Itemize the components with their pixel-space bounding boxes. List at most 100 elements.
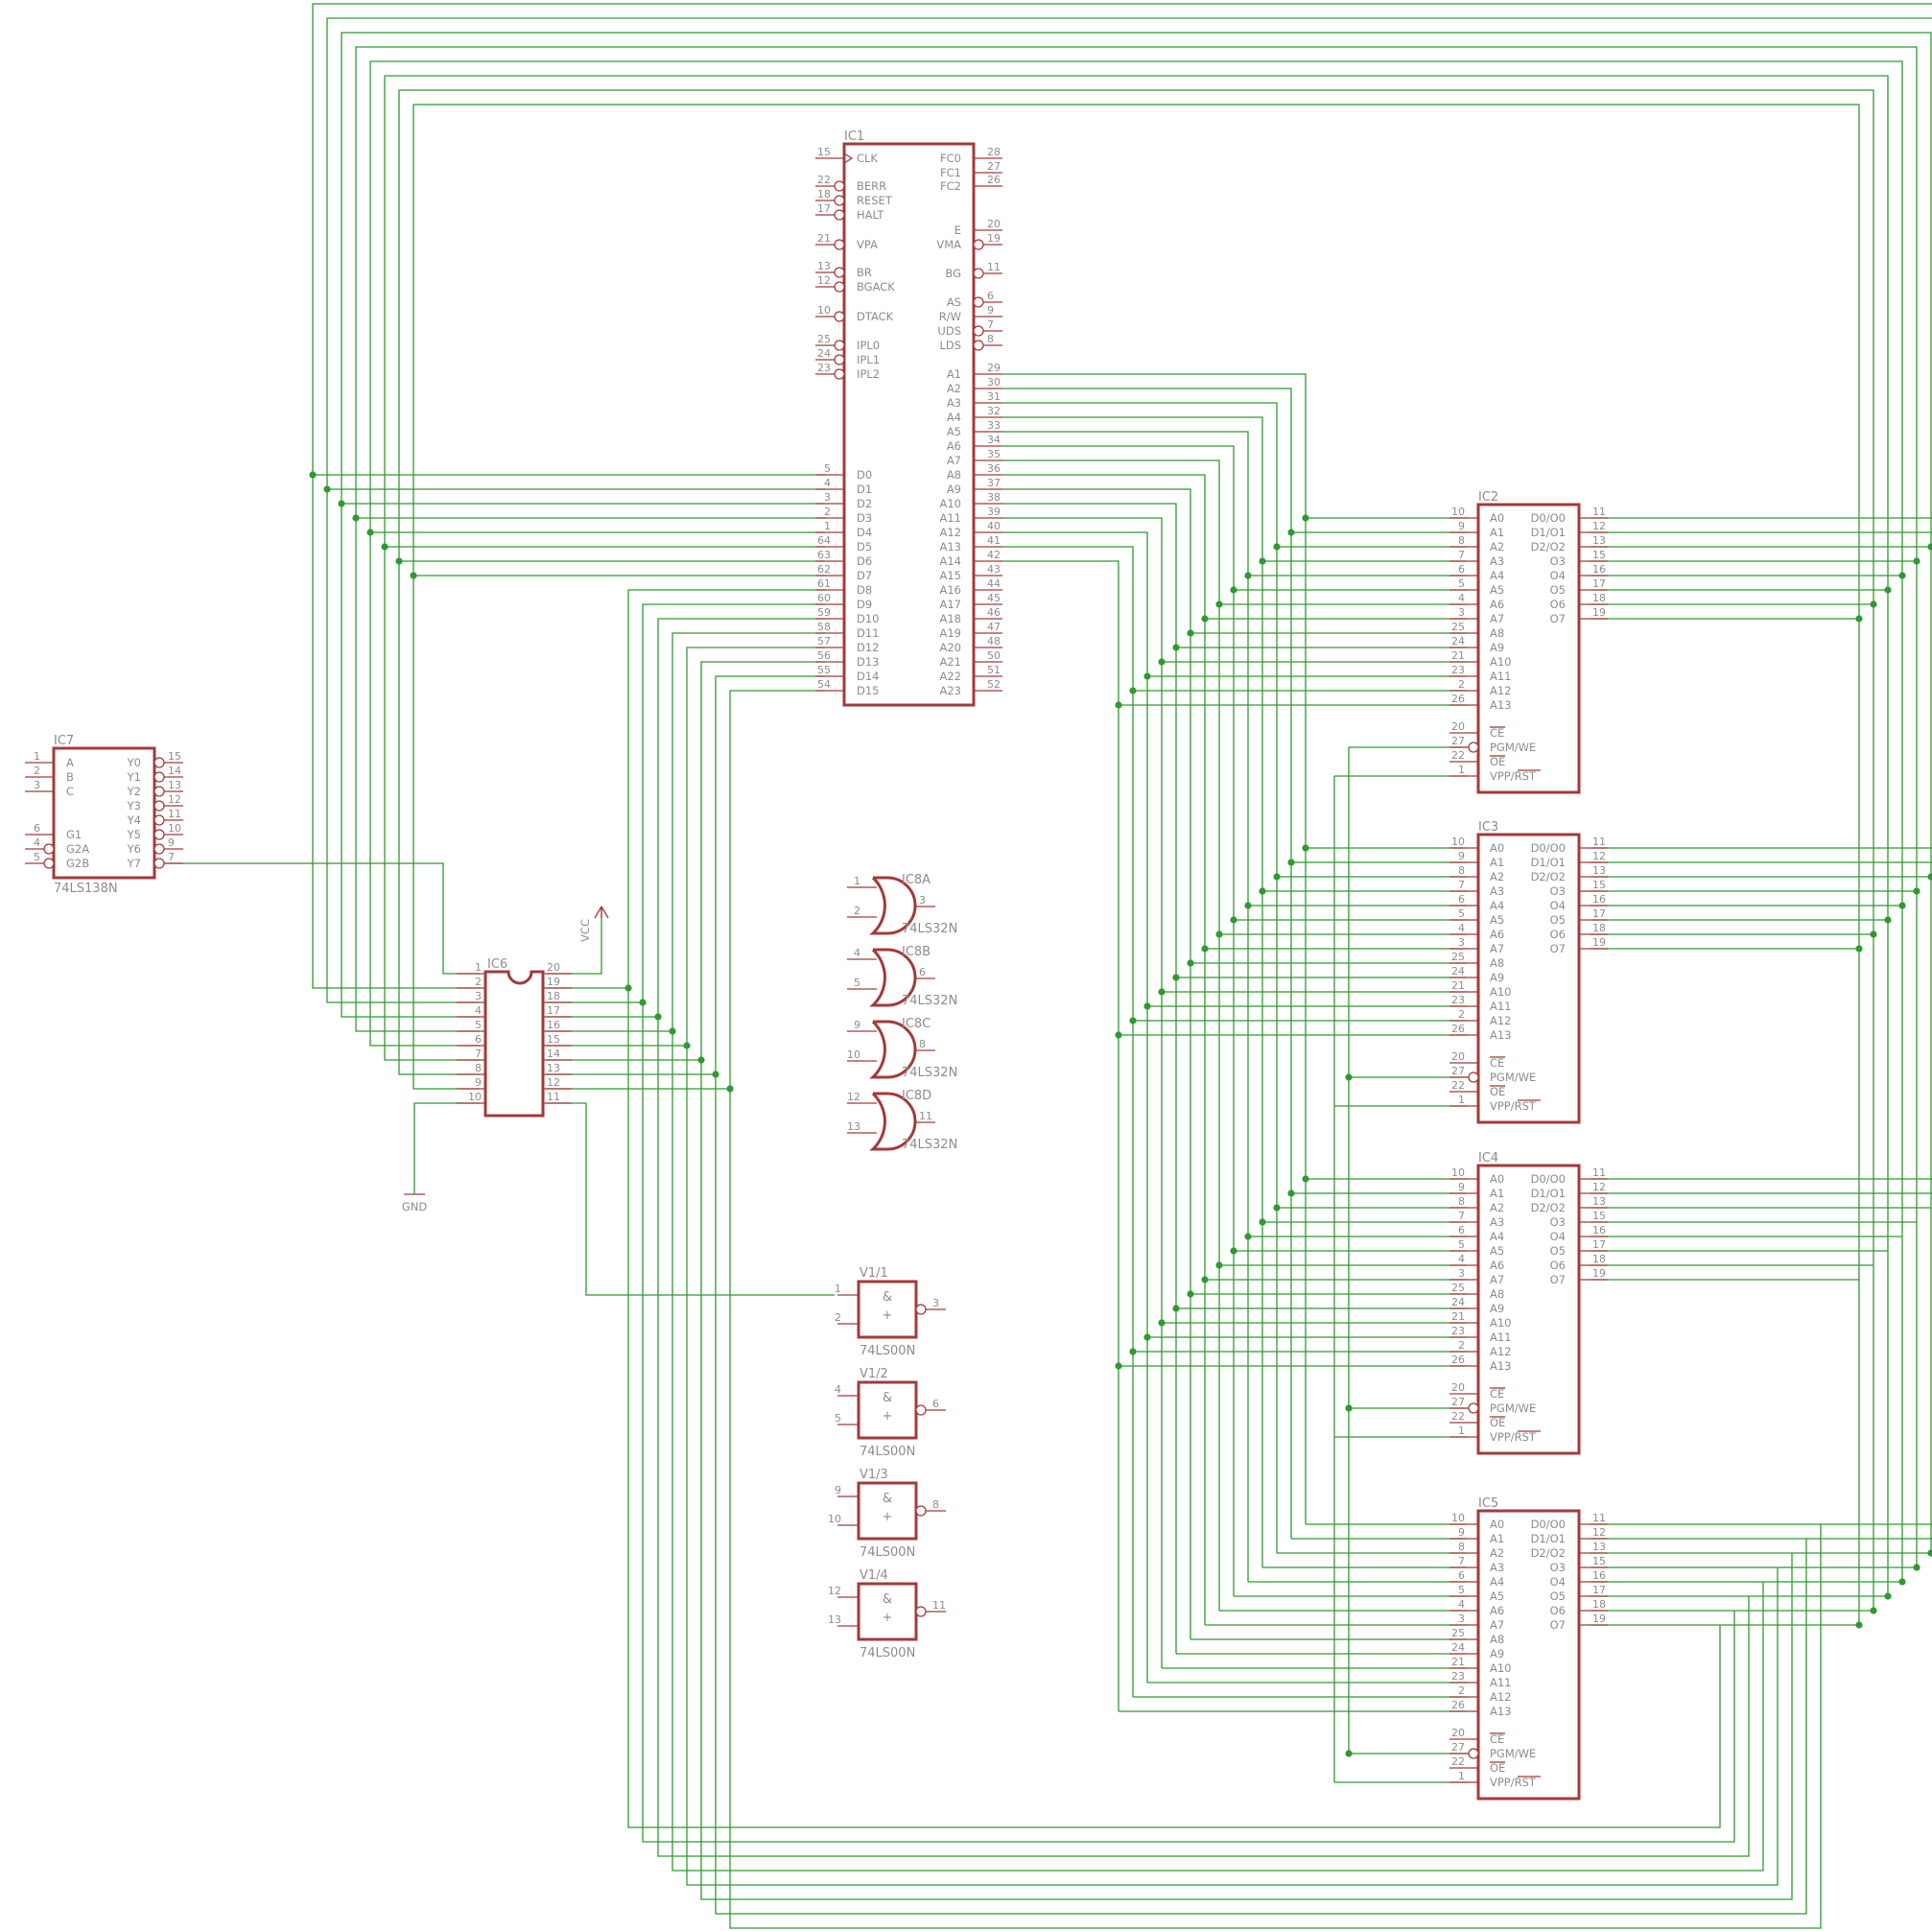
eprom-pin-number: 15 <box>1592 549 1606 561</box>
ic1-pin-number: 52 <box>987 678 1001 691</box>
junction-dot <box>1287 859 1295 866</box>
ic1-pin-number: 10 <box>817 304 831 317</box>
ic1-pin-number: 54 <box>817 678 831 691</box>
eprom-pin-label: O5 <box>1550 1244 1566 1258</box>
ic1-pin-number: 21 <box>817 232 831 245</box>
ic1-pin-number: 55 <box>817 664 831 676</box>
junction-dot <box>654 1013 662 1021</box>
ic6-pin-number: 8 <box>475 1062 482 1074</box>
nand-gate-symbol: + <box>883 1308 893 1323</box>
eprom-pin-label: A11 <box>1490 1676 1512 1689</box>
inversion-bubble <box>973 268 984 279</box>
ic1-pin-number: 48 <box>987 635 1001 648</box>
eprom-pin-label: O5 <box>1550 913 1566 927</box>
ic1-pin-number: 8 <box>987 333 994 345</box>
eprom-pin-number: 10 <box>1451 1166 1465 1179</box>
eprom-pin-number: 9 <box>1458 850 1465 862</box>
ic1-pin-number: 17 <box>817 202 831 215</box>
eprom-pin-number: 20 <box>1451 720 1465 733</box>
or-gate-pin: 3 <box>919 894 926 907</box>
ic1-pin-label: FC2 <box>940 179 961 193</box>
eprom-pin-label: A13 <box>1490 1705 1512 1718</box>
ic1-pin-label: FC1 <box>940 166 961 179</box>
ic7-pin-number: 11 <box>168 808 181 820</box>
ic1-pin-label: D12 <box>857 641 880 654</box>
eprom-pin-number: 24 <box>1451 635 1465 648</box>
eprom-pin-label: D0/O0 <box>1531 841 1566 855</box>
junction-dot <box>1230 586 1237 594</box>
eprom-pin-number: 5 <box>1458 1238 1465 1251</box>
eprom-pin-number: 21 <box>1451 649 1465 662</box>
ic1-pin-label: LDS <box>939 339 961 352</box>
junction-dot <box>1172 1305 1180 1312</box>
eprom-pin-number: 2 <box>1458 1008 1465 1021</box>
eprom-pin-number: 20 <box>1451 1050 1465 1063</box>
or-gate-pin: 10 <box>847 1048 860 1061</box>
ic1-pin-label: A7 <box>947 454 961 467</box>
ic1-pin-label: D0 <box>857 468 872 482</box>
ic1-pin-number: 26 <box>987 174 1001 186</box>
eprom-pin-number: 19 <box>1592 1613 1606 1625</box>
junction-dot <box>669 1027 676 1035</box>
eprom-pin-number: 6 <box>1458 1569 1465 1582</box>
junction-dot <box>1115 1031 1122 1039</box>
ic7-pin-label: B <box>66 770 74 784</box>
inversion-bubble <box>834 368 845 380</box>
junction-dot <box>309 471 317 479</box>
inversion-bubble <box>834 239 845 250</box>
ic1-pin-label: A13 <box>939 540 961 553</box>
data-bus-d2 <box>341 503 825 1018</box>
eprom-pin-label: CE <box>1490 1387 1504 1401</box>
ic7-pin-label: G1 <box>66 828 82 841</box>
ic1-pin-number: 13 <box>817 260 831 272</box>
eprom-pin-label: D2/O2 <box>1531 1546 1566 1560</box>
junction-dot <box>1898 1578 1906 1586</box>
or-gate-pin: 9 <box>854 1019 860 1031</box>
junction-dot <box>1201 615 1209 623</box>
eprom-pin-label: A8 <box>1490 1287 1504 1301</box>
ic1-pin-label: D11 <box>857 626 880 640</box>
eprom-pin-label: O3 <box>1550 554 1566 568</box>
eprom-pin-label: A2 <box>1490 1201 1504 1214</box>
eprom-pin-label: A13 <box>1490 1359 1512 1373</box>
eprom-pin-label: A2 <box>1490 1546 1504 1560</box>
eprom-pin-number: 19 <box>1592 606 1606 619</box>
ic1-pin-number: 25 <box>817 333 831 345</box>
junction-dot <box>1273 1204 1281 1212</box>
ic1-pin-number: 5 <box>824 462 831 475</box>
eprom-pin-label: A10 <box>1490 655 1512 669</box>
inversion-bubble <box>915 1505 927 1517</box>
junction-dot <box>1913 887 1920 895</box>
eprom-pin-label: D2/O2 <box>1531 540 1566 553</box>
eprom-pin-label: O7 <box>1550 942 1566 955</box>
ic1-pin-label: BR <box>857 266 872 279</box>
ic6-pin-number: 7 <box>475 1048 482 1060</box>
or-gate-pin: 2 <box>854 905 860 917</box>
eprom-pin-number: 11 <box>1592 836 1606 848</box>
nand-gate-pin: 13 <box>828 1613 841 1626</box>
inversion-bubble <box>915 1606 927 1617</box>
address-bus-a1 <box>1002 373 1307 1524</box>
junction-dot <box>1898 902 1906 909</box>
address-bus-a2 <box>1002 388 1292 1539</box>
ic7-pin-number: 1 <box>34 750 40 763</box>
data-bus-d5 <box>384 546 825 1061</box>
vcc-label: VCC <box>578 919 592 942</box>
junction-dot <box>697 1056 705 1064</box>
eprom-pin-number: 5 <box>1458 907 1465 920</box>
eprom-pin-label: O4 <box>1550 1230 1566 1243</box>
ic1-pin-number: 7 <box>987 318 994 331</box>
nand-gate-pin: 12 <box>828 1585 841 1597</box>
nand-gate-value: 74LS00N <box>860 1646 915 1660</box>
decoder-to-ic6 <box>158 862 480 975</box>
ic7-pin-label: Y1 <box>127 770 141 784</box>
eprom-pin-label: D1/O1 <box>1531 526 1566 539</box>
eprom-pin-label: O4 <box>1550 899 1566 912</box>
eprom-pin-number: 12 <box>1592 1181 1606 1193</box>
ic1-pin-number: 38 <box>987 491 1001 504</box>
ic1-pin-number: 61 <box>817 577 831 590</box>
eprom-pin-number: 4 <box>1458 1253 1465 1265</box>
